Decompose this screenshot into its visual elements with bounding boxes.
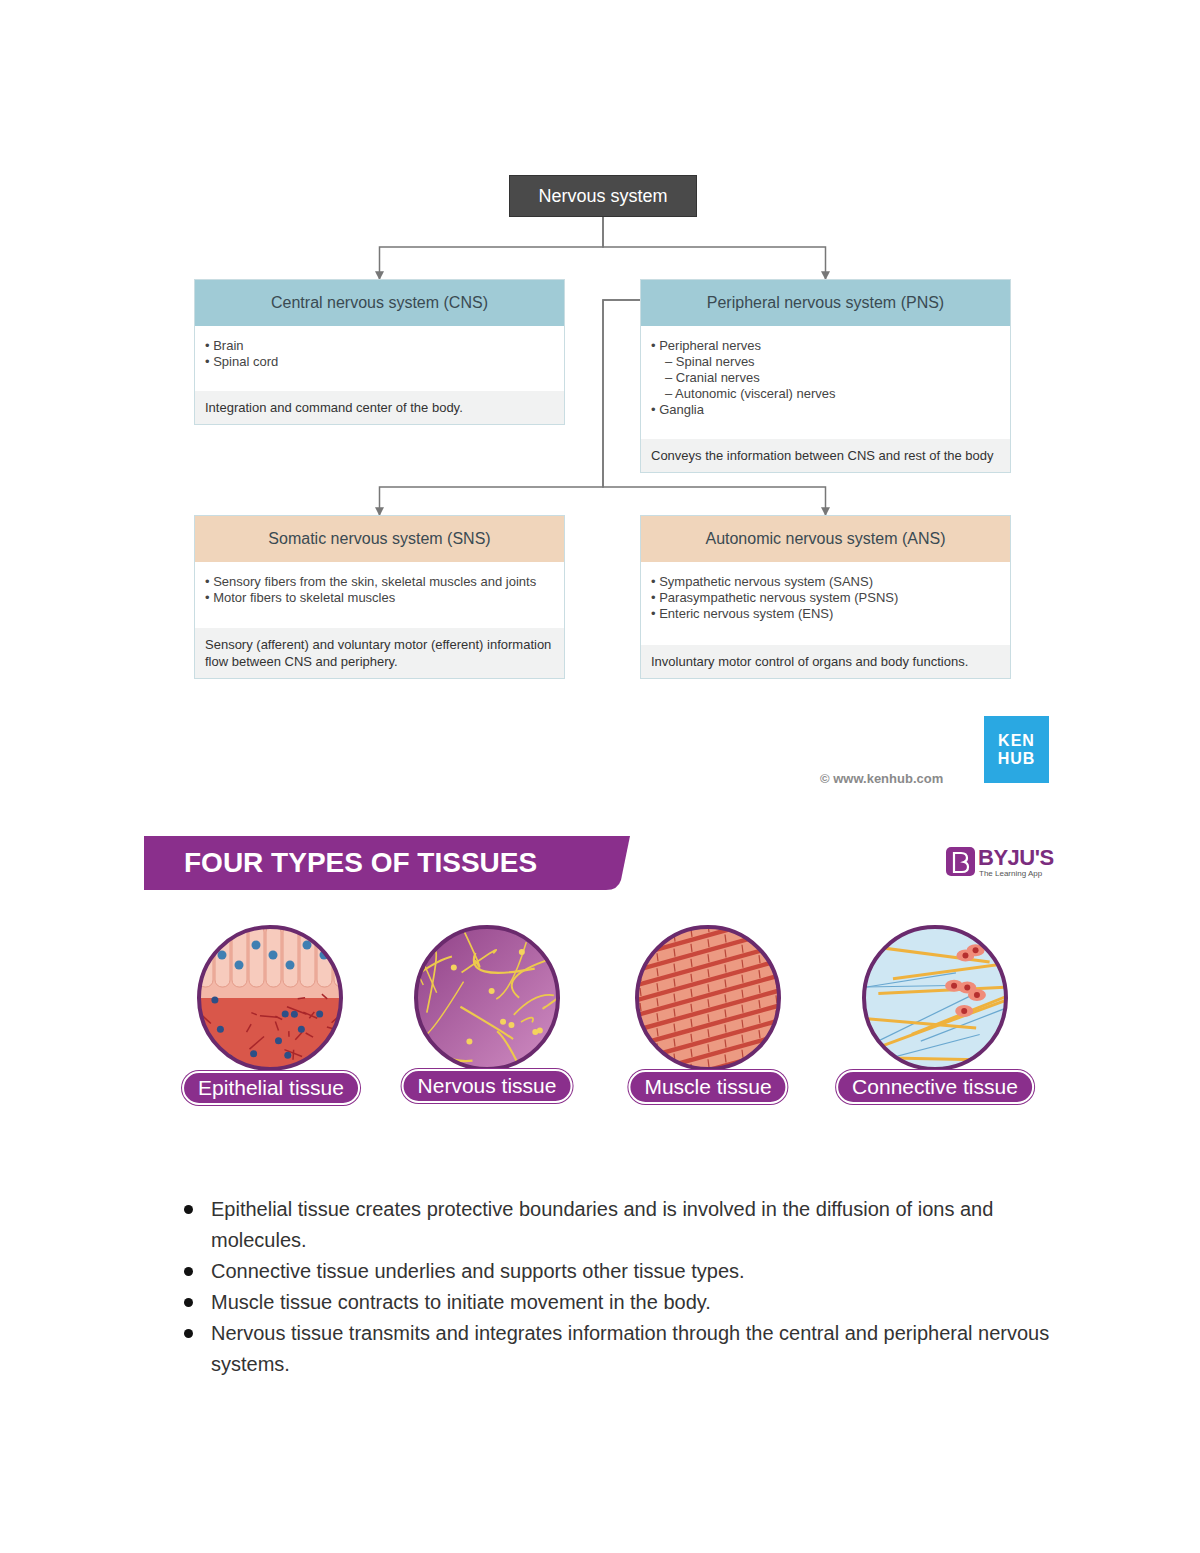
list-item: • Enteric nervous system (ENS): [651, 606, 1000, 622]
list-item: • Parasympathetic nervous system (PSNS): [651, 590, 1000, 606]
list-item: • Sensory fibers from the skin, skeletal…: [205, 574, 554, 590]
bullet-text: Muscle tissue contracts to initiate move…: [211, 1287, 1051, 1318]
card-description: Sensory (afferent) and voluntary motor (…: [195, 628, 564, 678]
card-description: Involuntary motor control of organs and …: [641, 645, 1010, 678]
source-credit: © www.kenhub.com: [820, 771, 943, 786]
nervous-illustration: [364, 911, 617, 1104]
bullet-list: Epithelial tissue creates protective bou…: [211, 1194, 1051, 1380]
list-item: • Peripheral nerves: [651, 338, 1000, 354]
card-list: • Sensory fibers from the skin, skeletal…: [195, 562, 564, 614]
banner-title: FOUR TYPES OF TISSUES: [144, 836, 630, 890]
card-list: • Brain• Spinal cord: [195, 326, 564, 378]
tissue-circle-rims: [199, 927, 1006, 1069]
card-header: Peripheral nervous system (PNS): [641, 280, 1010, 326]
card-list: • Peripheral nerves– Spinal nerves– Cran…: [641, 326, 1010, 426]
tissue-pill: Connective tissue: [836, 1070, 1034, 1104]
card-description: Conveys the information between CNS and …: [641, 439, 1010, 472]
card-summary: Conveys the information between CNS and …: [651, 447, 1000, 464]
list-item: – Autonomic (visceral) nerves: [651, 386, 1000, 402]
logo-text: KEN HUB: [996, 732, 1038, 768]
card-description: Integration and command center of the bo…: [195, 391, 564, 424]
brand-tagline: The Learning App: [979, 869, 1042, 878]
tissue-pill: Muscle tissue: [628, 1070, 787, 1104]
card-summary: Sensory (afferent) and voluntary motor (…: [205, 636, 554, 670]
card-heading: Peripheral nervous system (PNS): [707, 294, 944, 312]
card-heading: Autonomic nervous system (ANS): [705, 530, 945, 548]
system-card: Peripheral nervous system (PNS) • Periphe…: [640, 279, 1011, 473]
root-box: Nervous system: [509, 175, 697, 217]
card-list: • Sympathetic nervous system (SANS)• Par…: [641, 562, 1010, 630]
card-header: Autonomic nervous system (ANS): [641, 516, 1010, 562]
logo-badge: KEN HUB: [984, 716, 1049, 783]
epithelial-illustration: [192, 923, 349, 1073]
tissue-name: Epithelial tissue: [198, 1076, 344, 1100]
connector: [603, 217, 826, 279]
brand-name: BYJU'S: [978, 845, 1054, 871]
bullet-text: Epithelial tissue creates protective bou…: [211, 1194, 1051, 1256]
list-item: – Spinal nerves: [651, 354, 1000, 370]
section-banner: FOUR TYPES OF TISSUES: [144, 836, 630, 890]
system-card: Central nervous system (CNS) • Brain• Spi…: [194, 279, 565, 425]
tissue-name: Muscle tissue: [644, 1075, 771, 1099]
list-item: • Ganglia: [651, 402, 1000, 418]
tissue-name: Connective tissue: [852, 1075, 1018, 1099]
system-card: Autonomic nervous system (ANS) • Sympathe…: [640, 515, 1011, 679]
system-card: Somatic nervous system (SNS) • Sensory fi…: [194, 515, 565, 679]
card-summary: Integration and command center of the bo…: [205, 399, 554, 416]
list-item: • Sympathetic nervous system (SANS): [651, 574, 1000, 590]
bullet-text: Nervous tissue transmits and integrates …: [211, 1318, 1051, 1380]
card-heading: Central nervous system (CNS): [271, 294, 488, 312]
byjus-icon: [946, 847, 975, 876]
tissue-pill: Nervous tissue: [402, 1069, 573, 1103]
box-label: Nervous system: [538, 186, 667, 207]
tissue-pill: Epithelial tissue: [182, 1071, 360, 1105]
connective-illustration: [816, 897, 1061, 1073]
card-heading: Somatic nervous system (SNS): [268, 530, 490, 548]
list-item: • Motor fibers to skeletal muscles: [205, 590, 554, 606]
bullet-text: Connective tissue underlies and supports…: [211, 1256, 1051, 1287]
tissue-name: Nervous tissue: [418, 1074, 557, 1098]
card-summary: Involuntary motor control of organs and …: [651, 653, 1000, 670]
connector: [380, 217, 604, 279]
list-item: • Spinal cord: [205, 354, 554, 370]
card-header: Central nervous system (CNS): [195, 280, 564, 326]
list-item: • Brain: [205, 338, 554, 354]
list-item: – Cranial nerves: [651, 370, 1000, 386]
card-header: Somatic nervous system (SNS): [195, 516, 564, 562]
